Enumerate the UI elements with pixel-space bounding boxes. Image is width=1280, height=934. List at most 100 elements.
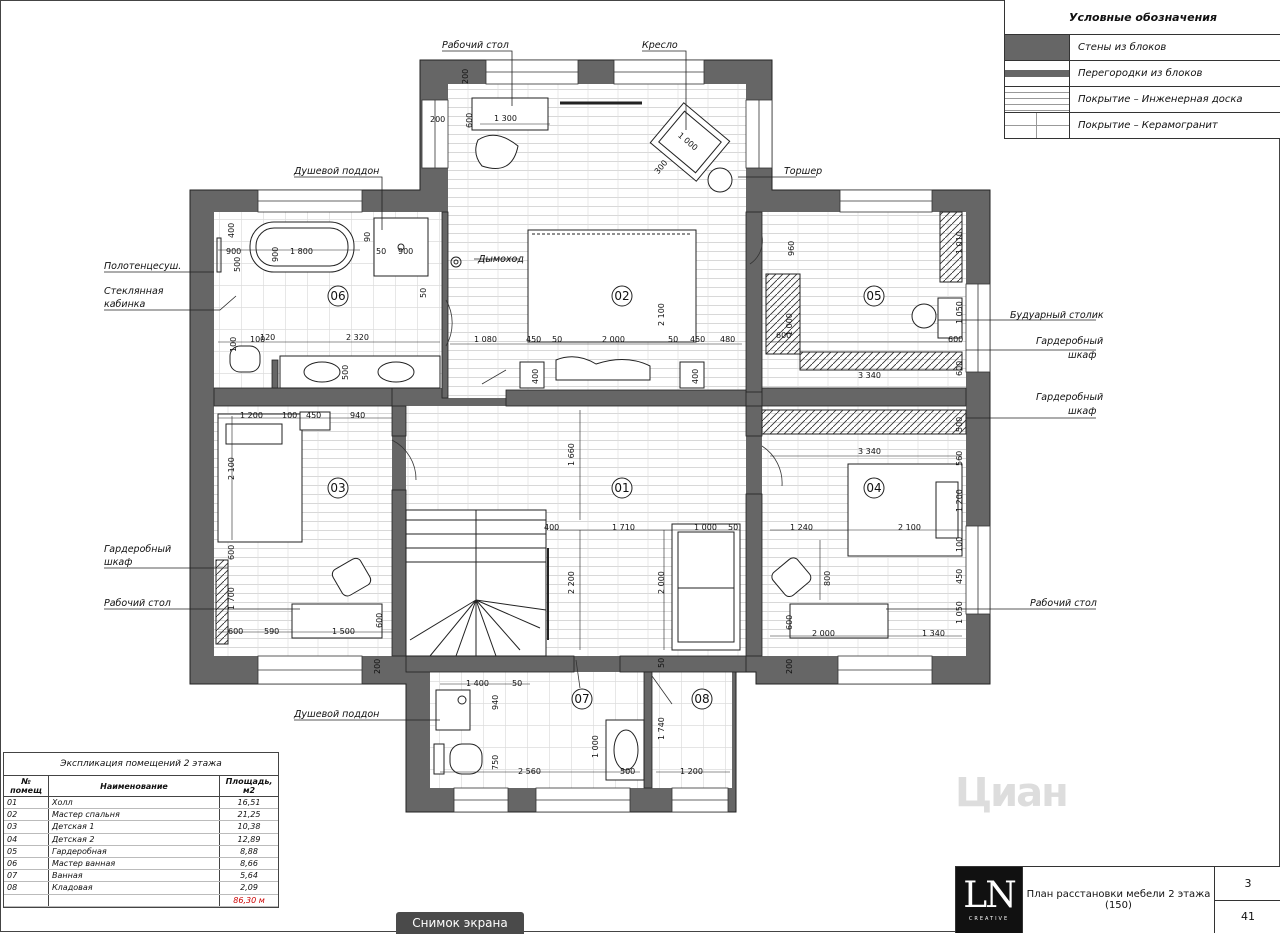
callout-wardrobe-b2: шкаф [1068, 406, 1096, 417]
svg-text:1 400: 1 400 [466, 679, 489, 688]
callout-wardrobe-left1: Гардеробный [104, 544, 171, 555]
svg-text:1 200: 1 200 [955, 489, 964, 512]
callout-shower-bottom: Душевой поддон [293, 709, 379, 720]
svg-text:1 010: 1 010 [955, 231, 964, 254]
svg-text:100: 100 [250, 335, 265, 344]
col-name: Наименование [48, 776, 220, 797]
shower-tray-top [373, 217, 429, 277]
svg-text:600: 600 [228, 627, 243, 636]
svg-text:500: 500 [341, 365, 350, 380]
callout-towel-rail: Полотенцесуш. [104, 261, 181, 272]
svg-text:600: 600 [776, 331, 791, 340]
doors [391, 235, 783, 705]
svg-text:590: 590 [264, 627, 279, 636]
svg-text:200: 200 [373, 659, 382, 674]
svg-text:1 000: 1 000 [694, 523, 717, 532]
dimension-lines [218, 123, 962, 773]
svg-text:750: 750 [491, 755, 500, 770]
svg-text:200: 200 [461, 69, 470, 84]
callout-armchair: Кресло [642, 40, 678, 51]
logo: LN CREATIVE [956, 867, 1023, 933]
svg-text:50: 50 [657, 658, 666, 668]
legend-panel: Условные обозначения Стены из блоков Пер… [1004, 0, 1280, 139]
svg-text:90: 90 [363, 232, 372, 242]
partitions [213, 211, 967, 789]
legend-row-tile: Покрытие – Керамогранит [1005, 113, 1280, 138]
svg-text:800: 800 [823, 571, 832, 586]
svg-text:2 000: 2 000 [657, 571, 666, 594]
callout-wardrobe-b1: Гардеробный [1036, 392, 1103, 403]
callout-desk-top: Рабочий стол [442, 40, 509, 51]
room-label-03: 03 [327, 477, 349, 499]
svg-text:450: 450 [690, 335, 705, 344]
callout-leaders [104, 50, 1096, 721]
svg-text:1 240: 1 240 [790, 523, 813, 532]
svg-text:1 000: 1 000 [785, 313, 794, 336]
svg-text:600: 600 [955, 361, 964, 376]
svg-text:2 000: 2 000 [812, 629, 835, 638]
svg-text:480: 480 [720, 335, 735, 344]
svg-text:100: 100 [282, 411, 297, 420]
svg-text:600: 600 [375, 613, 384, 628]
svg-text:500: 500 [955, 417, 964, 432]
svg-text:1 050: 1 050 [955, 301, 964, 324]
legend-swatch-wood [1005, 87, 1070, 112]
legend-row-partitions: Перегородки из блоков [1005, 61, 1280, 87]
bed-master [527, 229, 697, 343]
svg-text:1 700: 1 700 [227, 587, 236, 610]
room-label-02: 02 [611, 285, 633, 307]
bathtub [249, 221, 355, 273]
watermark: Циан [955, 770, 1069, 816]
svg-text:200: 200 [430, 115, 445, 124]
svg-text:02: 02 [614, 289, 629, 303]
svg-text:940: 940 [350, 411, 365, 420]
svg-text:500: 500 [233, 257, 242, 272]
svg-text:1 300: 1 300 [494, 114, 517, 123]
svg-text:560: 560 [955, 451, 964, 466]
room-label-08: 08 [691, 688, 713, 710]
vanity-table [911, 303, 937, 329]
col-area: Площадь, м2 [219, 776, 278, 797]
svg-text:08: 08 [694, 692, 709, 706]
chair-master [475, 134, 519, 169]
callout-desk-left: Рабочий стол [104, 598, 171, 609]
staircase [405, 509, 549, 657]
svg-text:2 200: 2 200 [567, 571, 576, 594]
svg-text:1 050: 1 050 [955, 601, 964, 624]
svg-text:400: 400 [531, 369, 540, 384]
svg-text:50: 50 [668, 335, 678, 344]
legend-swatch-tile [1005, 113, 1070, 138]
svg-text:50: 50 [512, 679, 522, 688]
svg-text:600: 600 [948, 335, 963, 344]
callout-vanity-table: Будуарный столик [1010, 310, 1104, 321]
legend-row-wood: Покрытие – Инженерная доска [1005, 87, 1280, 113]
screenshot-button[interactable]: Снимок экрана [396, 912, 524, 934]
sheet-name: План расстановки мебели 2 этажа (150) [1023, 867, 1215, 933]
svg-text:50: 50 [728, 523, 738, 532]
legend-swatch-walls [1005, 35, 1070, 60]
title-block: LN CREATIVE План расстановки мебели 2 эт… [955, 866, 1280, 933]
svg-text:2 100: 2 100 [898, 523, 921, 532]
svg-text:1 200: 1 200 [680, 767, 703, 776]
callout-shower-top: Душевой поддон [293, 166, 379, 177]
desk-kids2 [789, 603, 889, 639]
svg-text:05: 05 [866, 289, 881, 303]
svg-text:200: 200 [785, 659, 794, 674]
svg-text:960: 960 [787, 241, 796, 256]
svg-text:1 800: 1 800 [290, 247, 313, 256]
svg-text:1 710: 1 710 [612, 523, 635, 532]
logo-subtitle: CREATIVE [968, 916, 1010, 922]
svg-text:100: 100 [229, 337, 238, 352]
svg-text:01: 01 [614, 481, 629, 495]
logo-letters: LN [963, 875, 1016, 916]
callout-wardrobe-left2: шкаф [104, 557, 132, 568]
svg-text:900: 900 [226, 247, 241, 256]
